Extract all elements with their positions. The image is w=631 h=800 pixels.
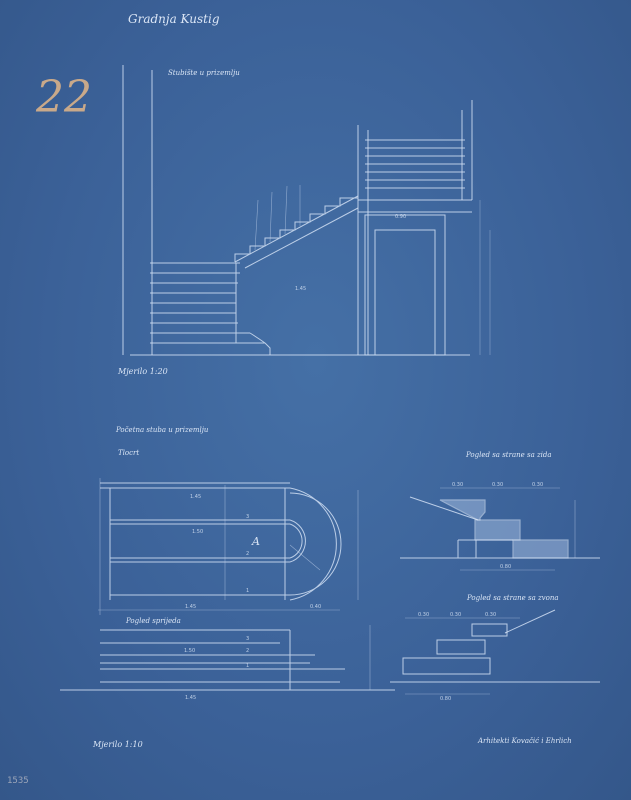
dim-label: 1.45: [185, 604, 196, 610]
front-view-drawing: 1.50 1.45 3 2 1: [60, 625, 395, 701]
dim-label: 0.30: [452, 482, 463, 488]
dim-label: 0.30: [418, 612, 429, 618]
dim-label: 0.80: [440, 696, 451, 702]
plan-drawing: 1.45 1.50 1.45 0.40 3 2 1 A: [98, 478, 359, 615]
step-label: 3: [246, 514, 249, 520]
step-label: 3: [246, 636, 249, 642]
dim-label: 1.50: [192, 529, 203, 535]
architects-signature: Arhitekti Kovačić i Ehrlich: [477, 737, 572, 745]
dim-label: 1.45: [295, 286, 306, 292]
plan-mark: A: [251, 535, 260, 548]
front-view-title: Pogled sprijeda: [125, 617, 181, 625]
side-view-bottom-title: Pogled sa strane sa zvona: [466, 594, 559, 602]
step-label: 1: [246, 588, 249, 594]
dim-label: 0.80: [500, 564, 511, 570]
side-view-bottom-drawing: 0.30 0.30 0.30 0.80: [390, 609, 600, 702]
dim-label: 1.50: [184, 648, 195, 654]
bottom-scale: Mjerilo 1:10: [92, 740, 143, 749]
dim-label: 1.45: [185, 695, 196, 701]
sheet-number: 22: [35, 72, 92, 123]
plan-subtitle: Tlocrt: [118, 449, 139, 457]
step-label: 1: [246, 663, 249, 669]
elevation-title: Stubište u prizemlju: [168, 69, 240, 77]
dim-label: 0.30: [492, 482, 503, 488]
elevation-scale: Mjerilo 1:20: [117, 367, 168, 376]
step-label: 2: [246, 648, 249, 654]
dim-label: 0.30: [450, 612, 461, 618]
dim-label: 0.30: [532, 482, 543, 488]
plan-title: Početna stuba u prizemlju: [115, 426, 209, 434]
dim-label: 1.45: [190, 494, 201, 500]
dim-label: 0.30: [485, 612, 496, 618]
dim-label: 0.40: [310, 604, 321, 610]
side-view-top-title: Pogled sa strane sa zida: [465, 451, 552, 459]
step-label: 2: [246, 551, 249, 557]
stair-elevation: 0.90 1.45: [122, 65, 491, 356]
archive-stamp: 1535: [7, 776, 29, 786]
side-view-top-drawing: 0.30 0.30 0.30 0.80: [400, 482, 600, 571]
dim-label: 0.90: [395, 214, 406, 220]
project-title: Gradnja Kustig: [128, 12, 220, 26]
